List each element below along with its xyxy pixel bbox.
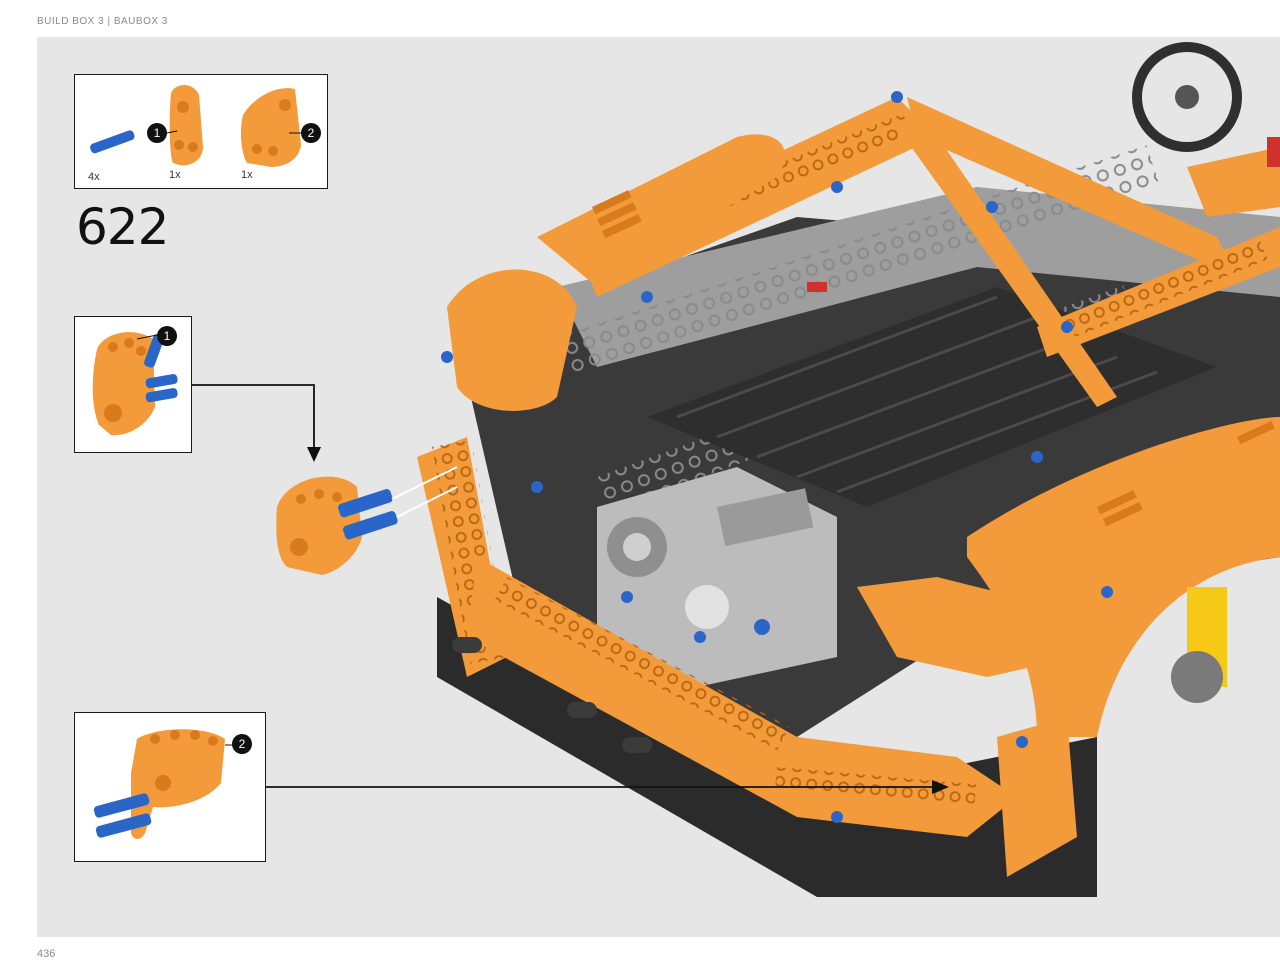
parts-list-box: 1 2 4x 1x 1x bbox=[74, 74, 328, 189]
floating-subassembly bbox=[276, 476, 398, 575]
car-model-illustration bbox=[192, 42, 1280, 897]
part-quantity: 4x bbox=[88, 171, 100, 183]
page-number: 436 bbox=[37, 948, 56, 960]
part-quantity: 1x bbox=[169, 169, 181, 181]
instruction-canvas bbox=[37, 37, 1280, 937]
callout-1-illustration bbox=[92, 332, 178, 436]
part-badge-1: 1 bbox=[147, 123, 167, 143]
part-badge-2: 2 bbox=[301, 123, 321, 143]
callout-badge-1: 1 bbox=[157, 326, 177, 346]
callout-subassembly-1: 1 bbox=[74, 316, 192, 453]
callout-badge-2: 2 bbox=[232, 734, 252, 754]
callout-2-illustration bbox=[93, 729, 239, 839]
step-number: 622 bbox=[76, 198, 169, 256]
part-quantity: 1x bbox=[241, 169, 253, 181]
blue-axle-pin-icon bbox=[90, 130, 135, 154]
header-text: BUILD BOX 3 | BAUBOX 3 bbox=[37, 16, 168, 27]
orange-connector-icon bbox=[169, 85, 203, 166]
parts-illustration bbox=[90, 85, 301, 167]
callout-subassembly-2: 2 bbox=[74, 712, 266, 862]
